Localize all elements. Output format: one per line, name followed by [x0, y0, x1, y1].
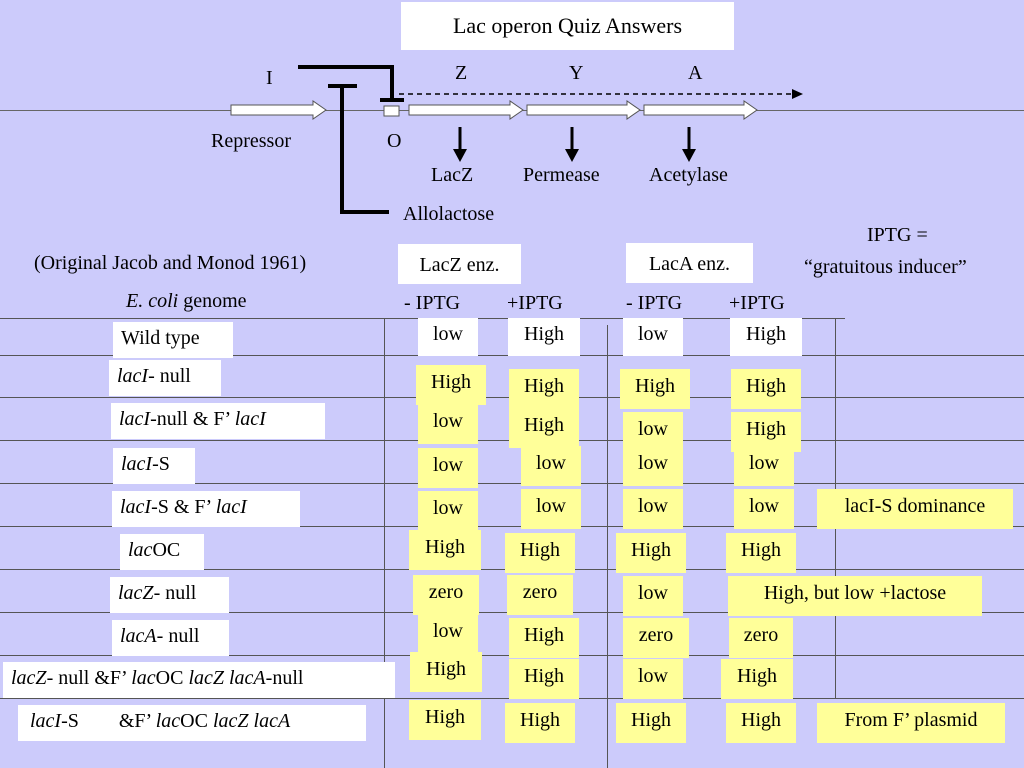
genotype-label: lacA- null: [112, 620, 229, 656]
laca-minus-cell: low: [623, 576, 683, 616]
laca-plus-cell: low: [734, 489, 794, 529]
gene-y-label: Y: [569, 62, 584, 84]
lacz-plus-cell: High: [505, 533, 575, 573]
lacY-gene-arrow: [526, 100, 641, 120]
gene-a-label: A: [688, 62, 703, 84]
lacz-plus-cell: High: [508, 318, 580, 356]
lacz-minus-cell: High: [410, 652, 482, 692]
lacz-minus-iptg-header: - IPTG: [404, 292, 461, 314]
laca-minus-cell: low: [623, 412, 683, 452]
iptg-note-line1: IPTG =: [867, 224, 928, 246]
laca-minus-cell: low: [623, 446, 683, 486]
laca-plus-cell: High, but low +lactose: [728, 576, 982, 616]
laca-plus-cell: High: [731, 369, 801, 409]
genotype-label: Wild type: [113, 322, 233, 358]
gene-i-label: I: [266, 67, 273, 89]
lacZ-gene-arrow: [408, 100, 524, 120]
permease-product-label: Permease: [523, 164, 600, 186]
laca-plus-cell: High: [726, 703, 796, 743]
laca-minus-cell: High: [616, 533, 686, 573]
lacz-minus-cell: High: [416, 365, 486, 405]
lacz-plus-cell: High: [505, 703, 575, 743]
row-note: From F’ plasmid: [817, 703, 1005, 743]
source-note: (Original Jacob and Monod 1961): [34, 252, 307, 274]
gene-z-label: Z: [455, 62, 468, 84]
row-note: lacI-S dominance: [817, 489, 1013, 529]
laca-plus-cell: zero: [729, 618, 793, 658]
lacz-product-label: LacZ: [431, 164, 474, 186]
lacz-minus-cell: High: [409, 530, 481, 570]
genotype-label: lacZ- null &F’ lacOC lacZ lacA-null: [3, 662, 395, 698]
operator-box: [383, 105, 400, 117]
genotype-label: lacI-S: [113, 448, 195, 484]
lacz-minus-cell: low: [418, 491, 478, 531]
iptg-note-line2: “gratuitous inducer”: [804, 256, 967, 278]
lacz-plus-cell: High: [509, 408, 579, 448]
laca-minus-cell: low: [623, 659, 683, 699]
lacz-plus-iptg-header: +IPTG: [507, 292, 563, 314]
lacz-plus-cell: High: [509, 618, 579, 658]
lacz-plus-cell: High: [509, 659, 579, 699]
lacz-minus-cell: low: [418, 318, 478, 356]
lacA-gene-arrow: [643, 100, 758, 120]
genome-species: E. coli: [126, 290, 179, 312]
laca-minus-cell: High: [620, 369, 690, 409]
genotype-label: lacI-null & F’ lacI: [111, 403, 325, 439]
lacz-minus-cell: High: [409, 700, 481, 740]
genotype-label: lacI- null: [109, 360, 221, 396]
genotype-label: lacOC: [120, 534, 204, 570]
lacz-plus-cell: zero: [507, 575, 573, 615]
lacz-minus-cell: low: [418, 404, 478, 444]
operator-label: O: [387, 130, 402, 152]
allolactose-label: Allolactose: [403, 203, 495, 225]
laca-minus-cell: low: [623, 318, 683, 356]
lacz-plus-cell: low: [521, 489, 581, 529]
lacz-minus-cell: low: [418, 614, 478, 654]
lacz-minus-cell: zero: [413, 575, 479, 615]
laca-plus-cell: High: [731, 412, 801, 452]
lacz-enzyme-header: LacZ enz.: [398, 244, 521, 284]
genome-header: E. coli genome: [126, 289, 247, 313]
repressor-label: Repressor: [211, 130, 291, 152]
genotype-label: lacZ- null: [110, 577, 229, 613]
laca-minus-iptg-header: - IPTG: [626, 292, 683, 314]
lacz-minus-cell: low: [418, 448, 478, 488]
genome-word: genome: [178, 290, 247, 312]
laca-plus-cell: low: [734, 446, 794, 486]
laca-plus-cell: High: [726, 533, 796, 573]
lacz-plus-cell: High: [509, 369, 579, 409]
allolactose-line: [340, 86, 389, 214]
lacz-plus-cell: low: [521, 446, 581, 486]
laca-plus-iptg-header: +IPTG: [729, 292, 785, 314]
acetylase-product-label: Acetylase: [649, 164, 728, 186]
laca-enzyme-header: LacA enz.: [626, 243, 753, 283]
mrna-arrowhead: [792, 89, 803, 99]
genotype-label: lacI-S & F’ lacI: [112, 491, 300, 527]
repressor-line: [298, 65, 394, 100]
laca-minus-cell: zero: [623, 618, 689, 658]
laca-minus-cell: low: [623, 489, 683, 529]
laca-plus-cell: High: [730, 318, 802, 356]
laca-plus-cell: High: [721, 659, 793, 699]
genotype-label: lacI-S &F’ lacOC lacZ lacA: [18, 705, 366, 741]
page-title: Lac operon Quiz Answers: [401, 2, 734, 50]
lacI-gene-arrow: [230, 100, 327, 120]
laca-minus-cell: High: [616, 703, 686, 743]
